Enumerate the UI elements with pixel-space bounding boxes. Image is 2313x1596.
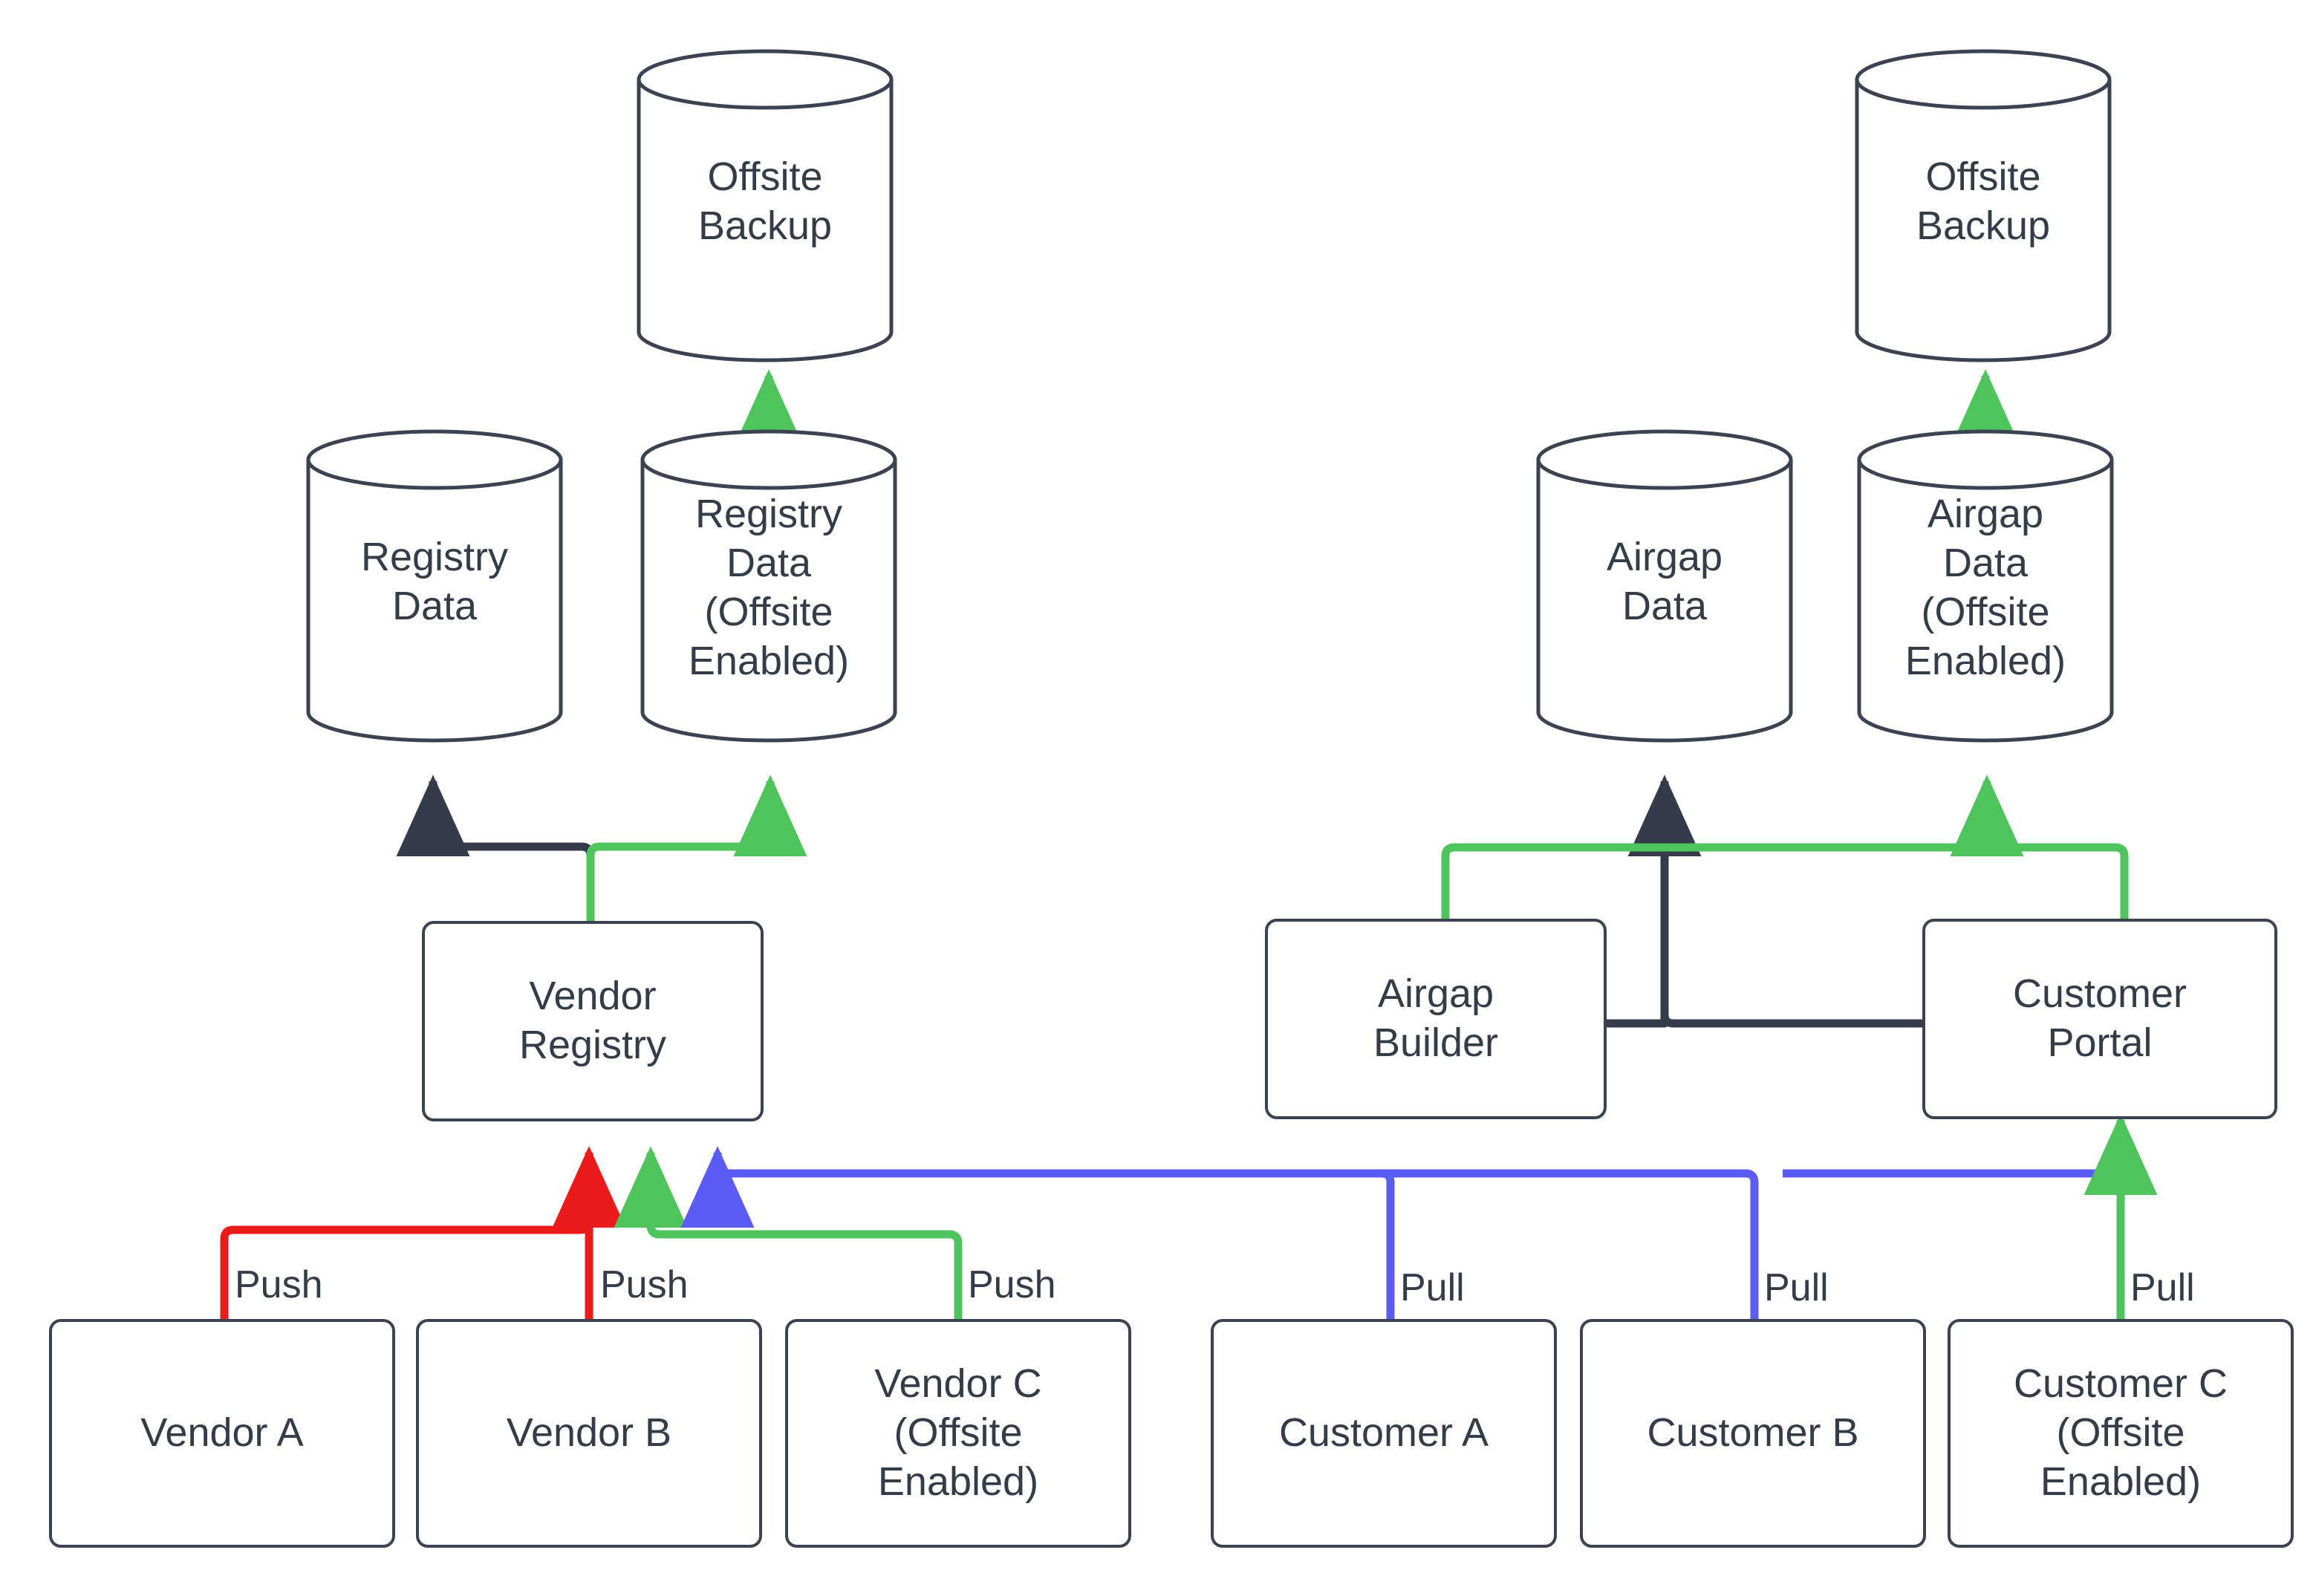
edge-label-push-a: Push	[235, 1263, 323, 1306]
node-offsite-backup-left[interactable]: Offsite Backup	[637, 49, 894, 362]
node-customer-a[interactable]: Customer A	[1211, 1319, 1557, 1548]
edge-blue-trunk-right-stub	[1783, 1169, 2125, 1188]
node-vendor-a[interactable]: Vendor A	[49, 1319, 395, 1548]
edge-label-pull-c: Pull	[2130, 1266, 2195, 1309]
edge-vendor-registry-to-registry-data	[396, 775, 595, 921]
edge-label-push-c: Push	[968, 1263, 1056, 1306]
node-label: Customer B	[1647, 1410, 1859, 1456]
node-label: Airgap Builder	[1373, 971, 1499, 1065]
node-label: Vendor A	[140, 1410, 304, 1456]
node-airgap-data[interactable]: Airgap Data	[1536, 429, 1793, 743]
edge-customer-b-to-vendor-registry	[680, 1146, 1759, 1319]
node-label: Customer C (Offsite Enabled)	[2013, 1361, 2228, 1504]
node-airgap-builder[interactable]: Airgap Builder	[1265, 919, 1607, 1119]
node-customer-c[interactable]: Customer C (Offsite Enabled)	[1948, 1319, 2294, 1548]
node-vendor-b[interactable]: Vendor B	[416, 1319, 762, 1548]
node-offsite-backup-right[interactable]: Offsite Backup	[1855, 49, 2112, 362]
node-customer-b[interactable]: Customer B	[1580, 1319, 1926, 1548]
edge-vendor-registry-to-registry-data-offsite	[586, 775, 807, 921]
node-label: Customer Portal	[2012, 971, 2187, 1065]
node-label: Customer A	[1278, 1410, 1489, 1456]
node-customer-portal[interactable]: Customer Portal	[1922, 919, 2277, 1119]
node-vendor-registry[interactable]: Vendor Registry	[422, 921, 764, 1121]
edge-label-pull-b: Pull	[1764, 1266, 1829, 1309]
node-registry-data-offsite[interactable]: Registry Data (Offsite Enabled)	[640, 429, 897, 743]
node-registry-data[interactable]: Registry Data	[306, 429, 563, 743]
node-airgap-data-offsite[interactable]: Airgap Data (Offsite Enabled)	[1857, 429, 2114, 743]
edge-label-pull-a: Pull	[1400, 1266, 1465, 1309]
node-label: Vendor C (Offsite Enabled)	[874, 1361, 1042, 1504]
edge-label-push-b: Push	[600, 1263, 689, 1306]
node-vendor-c[interactable]: Vendor C (Offsite Enabled)	[785, 1319, 1131, 1548]
edge-customer-portal-to-airgap-data-offsite	[1950, 775, 2129, 919]
node-label: Vendor Registry	[518, 974, 667, 1067]
edge-vendor-c-to-vendor-registry	[614, 1146, 963, 1319]
edge-airgap-builder-to-airgap-data-offsite	[1441, 775, 2024, 919]
node-label: Vendor B	[506, 1410, 672, 1456]
